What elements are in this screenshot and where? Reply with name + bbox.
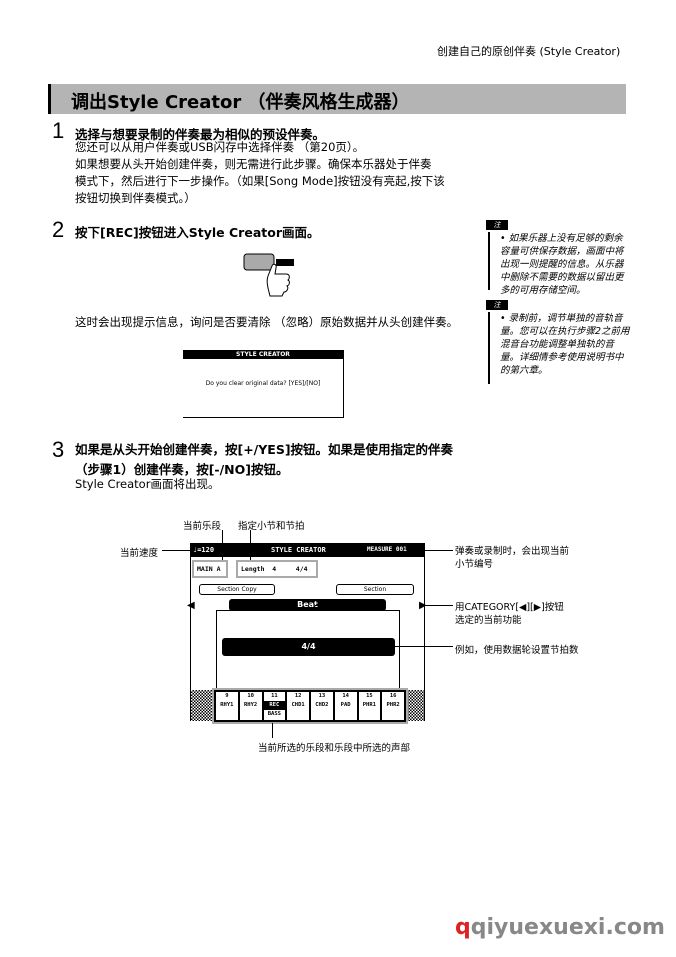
section-title: 调出Style Creator （伴奏风格生成器） xyxy=(71,92,410,113)
line: 如果是从头开始创建伴奏，按[+/YES]按钮。如果是使用指定的伴奏 xyxy=(75,442,454,457)
step-number: 3 xyxy=(52,437,65,462)
lcd-function: Beat xyxy=(229,599,386,611)
lcd-value: 4/4 xyxy=(222,638,395,656)
line: 按钮切换到伴奏模式。） xyxy=(75,191,196,205)
note-icon: 注 xyxy=(486,220,508,230)
step-number: 2 xyxy=(52,217,65,242)
step3-heading: 如果是从头开始创建伴奏，按[+/YES]按钮。如果是使用指定的伴奏 （步骤1）创建… xyxy=(75,440,453,480)
callout-parts: 当前所选的乐段和乐段中所选的声部 xyxy=(258,743,411,754)
lcd-top-bar: ♩=120 STYLE CREATOR MEASURE 001 xyxy=(191,544,424,557)
watermark: qqiyuexuexi.com xyxy=(455,915,665,940)
right-arrow-icon: ▶ xyxy=(419,600,427,611)
callout-length: 指定小节和节拍 xyxy=(238,521,305,532)
step3-body: Style Creator画面将出现。 xyxy=(75,477,220,491)
lcd-section-copy: Section Copy xyxy=(199,584,275,595)
lcd-section-label: Section xyxy=(336,584,414,595)
note-icon: 注 xyxy=(486,300,508,310)
note-text: • 如果乐器上没有足够的剩余容量可供保存数据，画面中将出现一则提醒的信息。从乐器… xyxy=(500,233,624,296)
style-creator-lcd: ♩=120 STYLE CREATOR MEASURE 001 MAIN A L… xyxy=(187,543,427,724)
section-title-bar: 调出Style Creator （伴奏风格生成器） xyxy=(48,84,626,114)
line: （步骤1）创建伴奏，按[-/NO]按钮。 xyxy=(75,462,289,477)
callout-tempo: 当前速度 xyxy=(120,548,159,559)
step1-heading: 选择与想要录制的伴奏最为相似的预设伴奏。 xyxy=(75,127,326,142)
clear-data-dialog: STYLE CREATOR Do you clear original data… xyxy=(183,350,344,418)
note-1: 注 • 如果乐器上没有足够的剩余容量可供保存数据，画面中将出现一则提醒的信息。从乐… xyxy=(486,220,630,296)
lcd-length: Length 4 4/4 xyxy=(236,560,318,578)
step2-heading: 按下[REC]按钮进入Style Creator画面。 xyxy=(75,225,320,240)
dialog-title: STYLE CREATOR xyxy=(183,350,343,359)
step2-paragraph: 这时会出现提示信息，询问是否要清除 （忽略）原始数据并从头创建伴奏。 xyxy=(75,315,459,329)
callout-measure: 弹奏或录制时，会出现当前小节编号 xyxy=(455,546,570,570)
callout-category: 用CATEGORY[◀][▶]按钮选定的当前功能 xyxy=(455,602,564,626)
lcd-title: STYLE CREATOR xyxy=(271,546,326,554)
rec-button-press-icon xyxy=(243,253,294,297)
step-number: 1 xyxy=(52,118,65,143)
note-text: • 录制前，调节単独的音轨音量。您可以在执行步骤2之前用混音台功能调整单独轨的音… xyxy=(500,313,630,376)
dialog-message: Do you clear original data? [YES]/[NO] xyxy=(205,380,321,387)
lcd-measure: MEASURE 001 xyxy=(367,546,407,553)
callout-value: 例如，使用数据轮设置节拍数 xyxy=(455,645,579,656)
line: 如果想要从头开始创建伴奏，则无需进行此步骤。确保本乐器处于伴奏 xyxy=(75,157,432,171)
step1-body: 您还可以从用户伴奏或USB闪存中选择伴奏 （第20页）。如果想要从头开始创建伴奏… xyxy=(75,139,445,207)
left-arrow-icon: ◀ xyxy=(187,600,195,611)
callout-section: 当前乐段 xyxy=(183,521,222,532)
line: 模式下，然后进行下一步操作。（如果[Song Mode]按钮没有亮起,按下该 xyxy=(75,174,445,188)
note-2: 注 • 录制前，调节単独的音轨音量。您可以在执行步骤2之前用混音台功能调整单独轨的… xyxy=(486,300,630,384)
line: 您还可以从用户伴奏或USB闪存中选择伴奏 （第20页）。 xyxy=(75,140,365,154)
page-header: 创建自己的原创伴奏 (Style Creator) xyxy=(437,45,621,58)
lcd-section: MAIN A xyxy=(192,560,228,578)
lcd-tempo: ♩=120 xyxy=(193,546,215,554)
